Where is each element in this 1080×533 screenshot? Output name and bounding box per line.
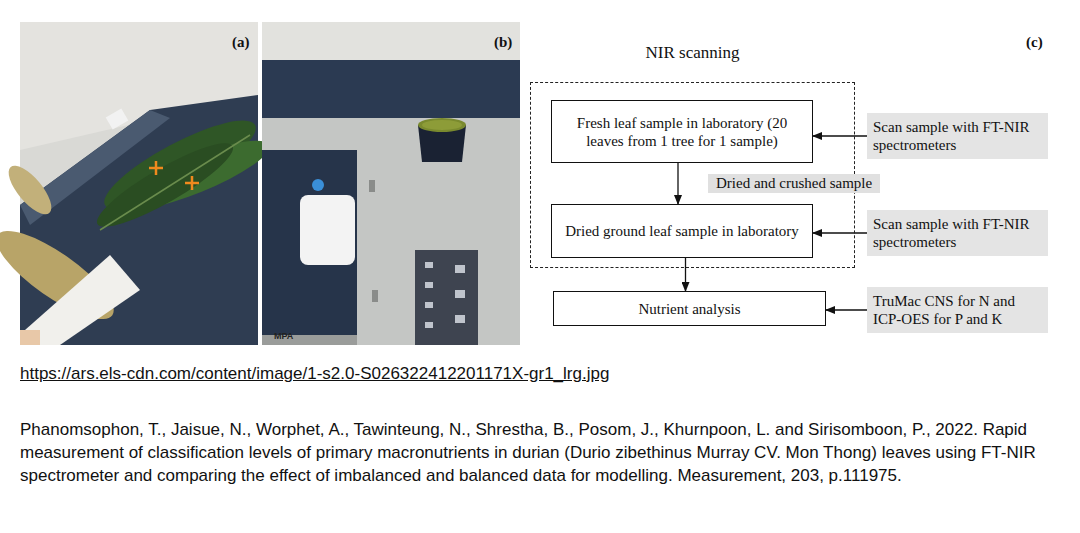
panel-label: (c) xyxy=(1026,34,1043,51)
photo-a xyxy=(0,22,276,345)
panel-label: (a) xyxy=(232,34,250,51)
connector-arrow xyxy=(677,163,678,204)
box-text: Scan sample with FT-NIR spectrometers xyxy=(873,118,1042,154)
edge-label: Dried and crushed sample xyxy=(708,174,880,193)
group-title: NIR scanning xyxy=(531,43,854,63)
source-url: https://ars.els-cdn.com/content/image/1-… xyxy=(20,364,609,384)
device-brand: MPA xyxy=(274,331,293,341)
connector-arrow xyxy=(826,309,867,310)
box-text: Fresh leaf sample in laboratory (20 leav… xyxy=(558,114,806,150)
method-box: TruMac CNS for N and ICP-OES for P and K xyxy=(867,287,1048,333)
text-holder: Fresh leaf sample in laboratory (20 leav… xyxy=(558,114,806,150)
connector-arrow xyxy=(813,135,867,136)
text-holder: Nutrient analysis xyxy=(638,300,740,318)
text-holder: Dried ground leaf sample in laboratory xyxy=(565,222,799,240)
connector-arrow xyxy=(685,258,686,291)
text-holder: Scan sample with FT-NIR spectrometers xyxy=(873,215,1042,251)
process-box: Nutrient analysis xyxy=(553,291,826,326)
process-box: Dried ground leaf sample in laboratory xyxy=(551,204,813,258)
text-holder: TruMac CNS for N and ICP-OES for P and K xyxy=(873,292,1042,328)
citation-caption: Phanomsophon, T., Jaisue, N., Worphet, A… xyxy=(20,418,1065,487)
method-box: Scan sample with FT-NIR spectrometers xyxy=(867,210,1048,256)
box-text: TruMac CNS for N and ICP-OES for P and K xyxy=(873,292,1042,328)
panel-label: (b) xyxy=(494,34,512,51)
box-text: Scan sample with FT-NIR spectrometers xyxy=(873,215,1042,251)
text-holder: Scan sample with FT-NIR spectrometers xyxy=(873,118,1042,154)
process-box: Fresh leaf sample in laboratory (20 leav… xyxy=(551,100,813,163)
box-text: Dried ground leaf sample in laboratory xyxy=(565,222,799,240)
box-text: Nutrient analysis xyxy=(638,300,740,318)
connector-arrow xyxy=(813,232,867,233)
photo-b xyxy=(262,22,520,345)
method-box: Scan sample with FT-NIR spectrometers xyxy=(867,113,1048,159)
